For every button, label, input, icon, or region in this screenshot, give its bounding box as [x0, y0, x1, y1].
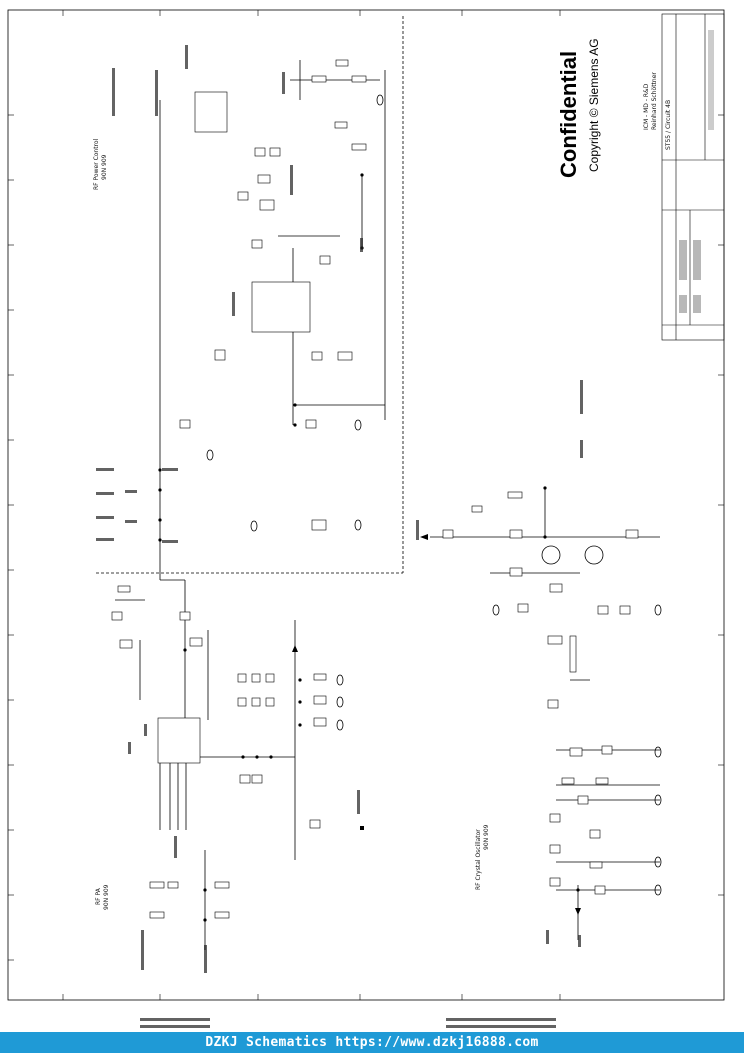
transistor-q2 — [584, 545, 604, 565]
title-block-cells — [679, 30, 714, 313]
fine-print — [96, 45, 583, 1028]
label-rf-pa: RF PA — [95, 887, 102, 905]
title-block-project: ST55 / Circuit 4B — [665, 100, 672, 150]
label-rf-crystal-oscillator: RF Crystal Oscillator — [475, 829, 482, 890]
label-rf-crystal-oscillator-ref: 90N 909 — [483, 824, 490, 850]
title-block-department: ICM - MD - R&D — [643, 83, 650, 130]
transistors — [541, 545, 604, 565]
title-block-author: Reinhard Schöttner — [651, 72, 658, 130]
footer-banner: DZKJ Schematics https://www.dzkj16888.co… — [0, 1032, 744, 1053]
transistor-q1 — [541, 545, 561, 565]
schematic-drawing: ICM - MD - R&D Reinhard Schöttner ST55 /… — [7, 9, 725, 1028]
ic-u1 — [251, 281, 311, 333]
wires — [115, 60, 660, 950]
border-ticks-right — [718, 114, 724, 896]
components — [111, 59, 639, 919]
ground-symbols — [206, 94, 662, 896]
border-ticks-top — [62, 10, 561, 16]
copyright-notice: Copyright © Siemens AG — [587, 38, 601, 172]
transistor-array — [194, 91, 228, 133]
label-rf-power-control: RF Power Control — [93, 138, 100, 190]
junction-dots — [158, 173, 580, 922]
sheet-border — [7, 9, 725, 1001]
dashed-block-boundary — [96, 16, 404, 574]
confidential-title: Confidential — [556, 51, 581, 178]
net-arrows — [292, 534, 581, 915]
schematic-sheet: ICM - MD - R&D Reinhard Schöttner ST55 /… — [7, 9, 725, 1028]
border-ticks-left — [8, 114, 14, 961]
ic-u2 — [157, 717, 201, 764]
label-rf-pa-ref: 90N 909 — [103, 884, 110, 910]
border-ticks-bottom — [62, 994, 561, 1000]
label-rf-power-control-ref: 90N 909 — [101, 154, 108, 180]
title-block — [661, 13, 725, 341]
